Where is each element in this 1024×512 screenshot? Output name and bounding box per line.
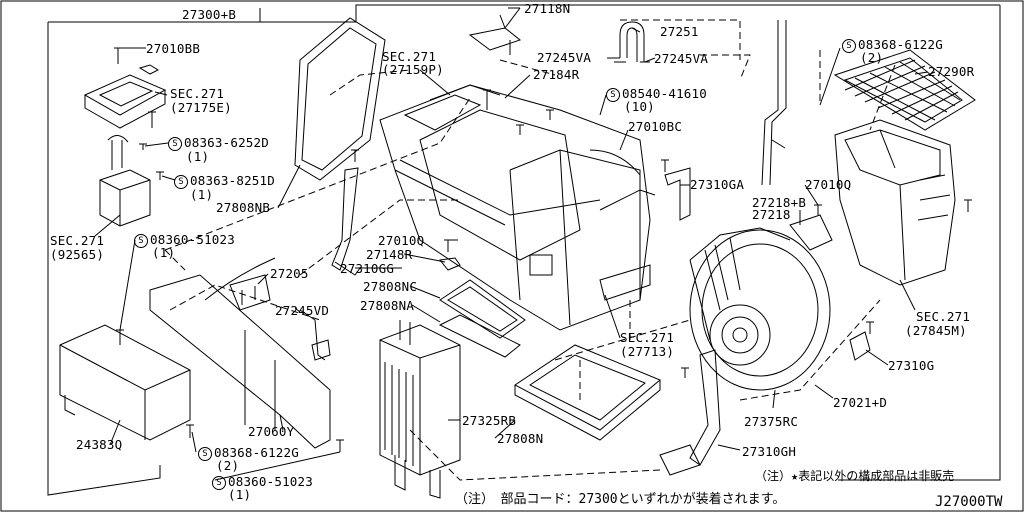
bracket-27310g — [849, 321, 874, 361]
drain-hose — [761, 20, 787, 186]
frame-27808n — [514, 344, 661, 441]
intake-housing-27845m — [834, 119, 972, 286]
label-27251: 27251 — [660, 24, 699, 39]
label-27245vd: 27245VD — [275, 303, 330, 318]
label-27118n: 27118N — [524, 1, 571, 16]
s-mark-icon: S — [134, 234, 148, 248]
label-sec271-27159p: SEC.271 — [382, 49, 437, 64]
label-sec271-27713: SEC.271 — [620, 330, 675, 345]
box-24383q — [59, 324, 194, 441]
label-sec271-27713-sub: (27713) — [620, 344, 675, 359]
bracket-27310gh — [659, 349, 721, 476]
blower-motor-27021d — [689, 227, 831, 391]
heater-core-27325rb — [379, 320, 461, 499]
part-27245vd — [299, 309, 331, 361]
label-27310gh: 27310GH — [742, 444, 797, 459]
label-27300b: 27300+B — [182, 7, 237, 22]
bracket-27310ga — [661, 159, 691, 221]
label-27148r: 27148R — [366, 247, 413, 262]
s-mark-icon: S — [842, 39, 856, 53]
filter-frame-27808nb — [294, 17, 386, 181]
label-27375rc: 27375RC — [744, 414, 799, 429]
diagram-code: J27000TW — [935, 494, 1003, 510]
label-27325rb: 27325RB — [462, 413, 517, 428]
label-08363-6252d-qty: (1) — [186, 149, 210, 164]
pad-27808nc — [439, 279, 526, 339]
label-sec271-27175e-sub: (27175E) — [170, 100, 232, 115]
s-mark-icon: S — [198, 447, 212, 461]
label-27808na: 27808NA — [360, 298, 415, 313]
label-27310gg: 27310GG — [340, 261, 395, 276]
label-27808nb: 27808NB — [216, 200, 271, 215]
label-08368-6122g-bottom-qty: (2) — [216, 458, 240, 473]
label-27310ga: 27310GA — [690, 177, 745, 192]
label-27205: 27205 — [270, 266, 309, 281]
filter-housing-27175e — [83, 47, 167, 129]
label-27184r: 27184R — [533, 67, 580, 82]
label-sec271-92565: SEC.271 — [50, 233, 105, 248]
label-24383q: 24383Q — [76, 437, 123, 452]
label-sec271-27845m-sub: (27845M) — [905, 323, 967, 338]
label-27218: 27218 — [752, 207, 791, 222]
label-27245va-right: 27245VA — [654, 51, 709, 66]
part-27205 — [204, 257, 276, 311]
label-sec271-27175e: SEC.271 — [170, 86, 225, 101]
note-non-sale: （注）★表記以外の構成部品は非販売 — [755, 469, 955, 483]
s-mark-icon: S — [168, 137, 182, 151]
label-27808nc: 27808NC — [363, 279, 418, 294]
resistor-27218 — [789, 204, 833, 251]
bracket-27060y — [116, 274, 344, 452]
label-27010q-right: 27010Q — [805, 177, 852, 192]
actuator-92565 — [99, 135, 164, 227]
label-08540-41610-qty: (10) — [624, 99, 655, 114]
bracket-27310gg — [331, 149, 361, 276]
bracket-27118n — [468, 14, 522, 55]
note-part-code: （注） 部品コード：27300といずれかが装着されます。 — [455, 492, 786, 507]
s-mark-icon: S — [174, 175, 188, 189]
label-27218b: 27218+B — [752, 195, 807, 210]
pad-27808na — [438, 314, 521, 358]
filter-27290r — [833, 49, 976, 131]
label-sec271-27845m: SEC.271 — [916, 309, 971, 324]
label-27010bc: 27010BC — [628, 119, 683, 134]
leader-lines — [94, 7, 929, 481]
label-27310g: 27310G — [888, 358, 935, 373]
s-mark-icon: S — [606, 88, 620, 102]
label-08363-8251d-qty: (1) — [190, 187, 214, 202]
label-27010q-mid: 27010Q — [378, 233, 425, 248]
label-27808n: 27808N — [497, 431, 544, 446]
label-08368-6122g-top-qty: (2) — [860, 50, 884, 65]
label-27060y: 27060Y — [248, 424, 295, 439]
label-sec271-92565-sub: (92565) — [50, 247, 105, 262]
label-sec271-27159p-sub: (27159P) — [382, 62, 444, 77]
label-27021d: 27021+D — [833, 395, 888, 410]
label-27010bb: 27010BB — [146, 41, 201, 56]
s-mark-icon: S — [212, 476, 226, 490]
label-27245va-left: 27245VA — [537, 50, 592, 65]
label-08360-51023-b-qty: (1) — [228, 487, 252, 502]
label-08360-51023-a-qty: (1) — [152, 245, 176, 260]
heater-unit-body — [379, 84, 656, 331]
label-27290r: 27290R — [928, 64, 975, 79]
